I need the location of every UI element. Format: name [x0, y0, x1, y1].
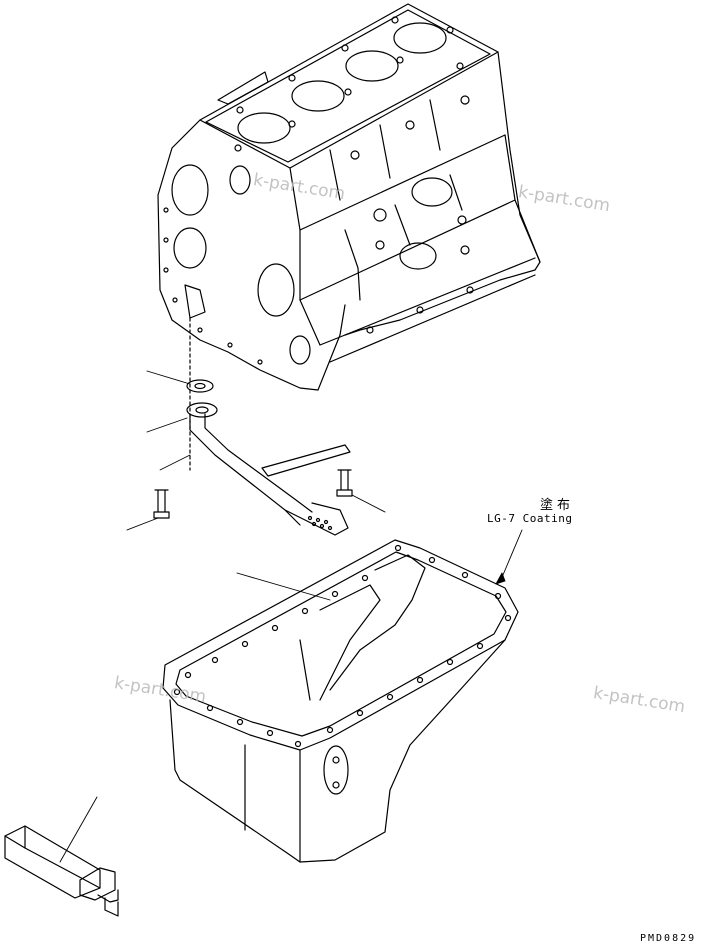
- coating-label-en: LG-7 Coating: [487, 512, 573, 525]
- oil-suction-tube-assembly: [153, 317, 353, 536]
- coating-label-jp: 塗布: [540, 498, 575, 513]
- oil-pan: [162, 539, 519, 863]
- drain-plug: [4, 825, 119, 917]
- drawing-code: PMD0829: [640, 933, 697, 944]
- cylinder-block: [157, 3, 541, 391]
- leader-lines: [59, 370, 523, 863]
